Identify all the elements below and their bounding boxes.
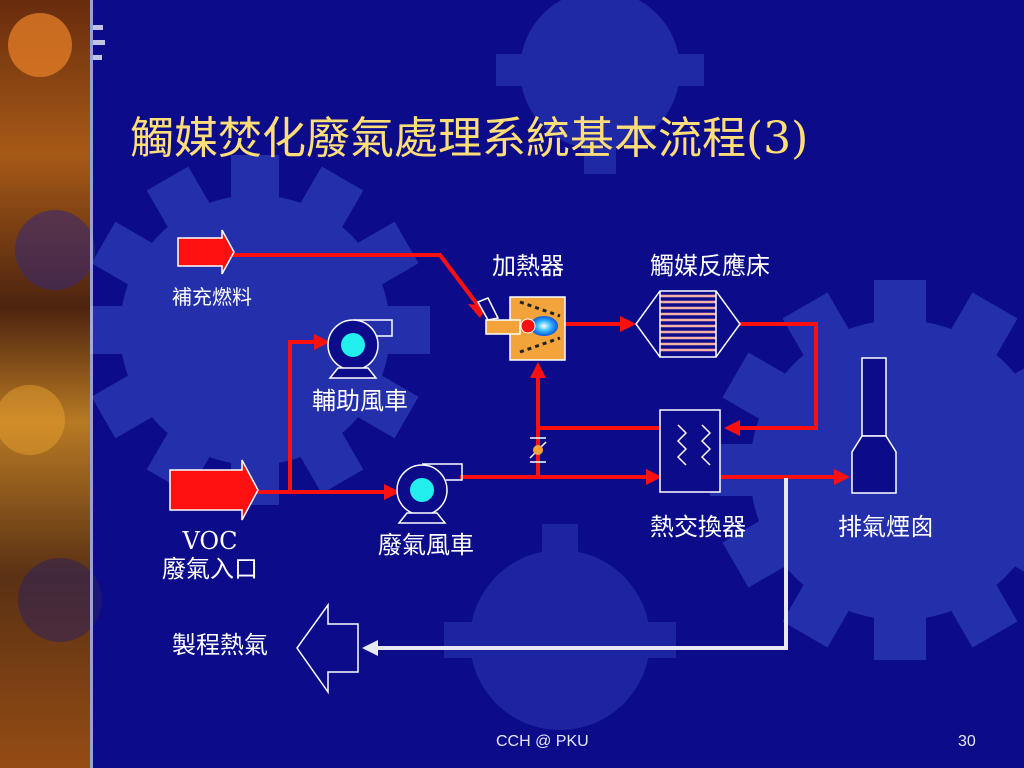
waste-gas-fan bbox=[396, 463, 463, 524]
label-catalyst-bed: 觸媒反應床 bbox=[650, 252, 770, 280]
slide-title: 觸媒焚化廢氣處理系統基本流程(3) bbox=[130, 113, 809, 164]
process-heat-arrow bbox=[296, 602, 359, 695]
label-waste-gas-fan: 廢氣風車 bbox=[378, 531, 474, 559]
flow-arrowheads bbox=[314, 304, 850, 500]
voc-inlet-arrow bbox=[169, 459, 259, 521]
page-number: 30 bbox=[958, 733, 976, 750]
gear-bottom-shape bbox=[444, 524, 676, 730]
label-heat-exchanger: 熱交換器 bbox=[650, 513, 746, 541]
label-voc-inlet: VOC 廢氣入口 bbox=[150, 527, 270, 583]
damper-valve bbox=[529, 437, 547, 463]
decorative-strip bbox=[0, 0, 105, 768]
heater bbox=[476, 296, 566, 361]
fuel-inlet-arrow bbox=[177, 229, 235, 275]
label-exhaust-stack: 排氣煙囪 bbox=[838, 513, 934, 541]
label-supplementary-fuel: 補充燃料 bbox=[172, 285, 252, 309]
label-voc-line2: 廢氣入口 bbox=[162, 554, 258, 583]
label-auxiliary-fan: 輔助風車 bbox=[312, 387, 408, 415]
label-process-heat: 製程熱氣 bbox=[172, 631, 268, 659]
gear-top-shape bbox=[496, 0, 704, 174]
heat-return-line bbox=[362, 478, 788, 656]
footer-credit: CCH @ PKU bbox=[496, 733, 589, 750]
exhaust-stack bbox=[851, 357, 897, 494]
catalyst-bed bbox=[635, 290, 741, 358]
label-voc-line1: VOC bbox=[182, 527, 238, 555]
heat-exchanger bbox=[659, 409, 721, 493]
auxiliary-fan bbox=[327, 319, 393, 379]
flow-lines bbox=[232, 253, 840, 494]
label-heater: 加熱器 bbox=[492, 252, 564, 280]
